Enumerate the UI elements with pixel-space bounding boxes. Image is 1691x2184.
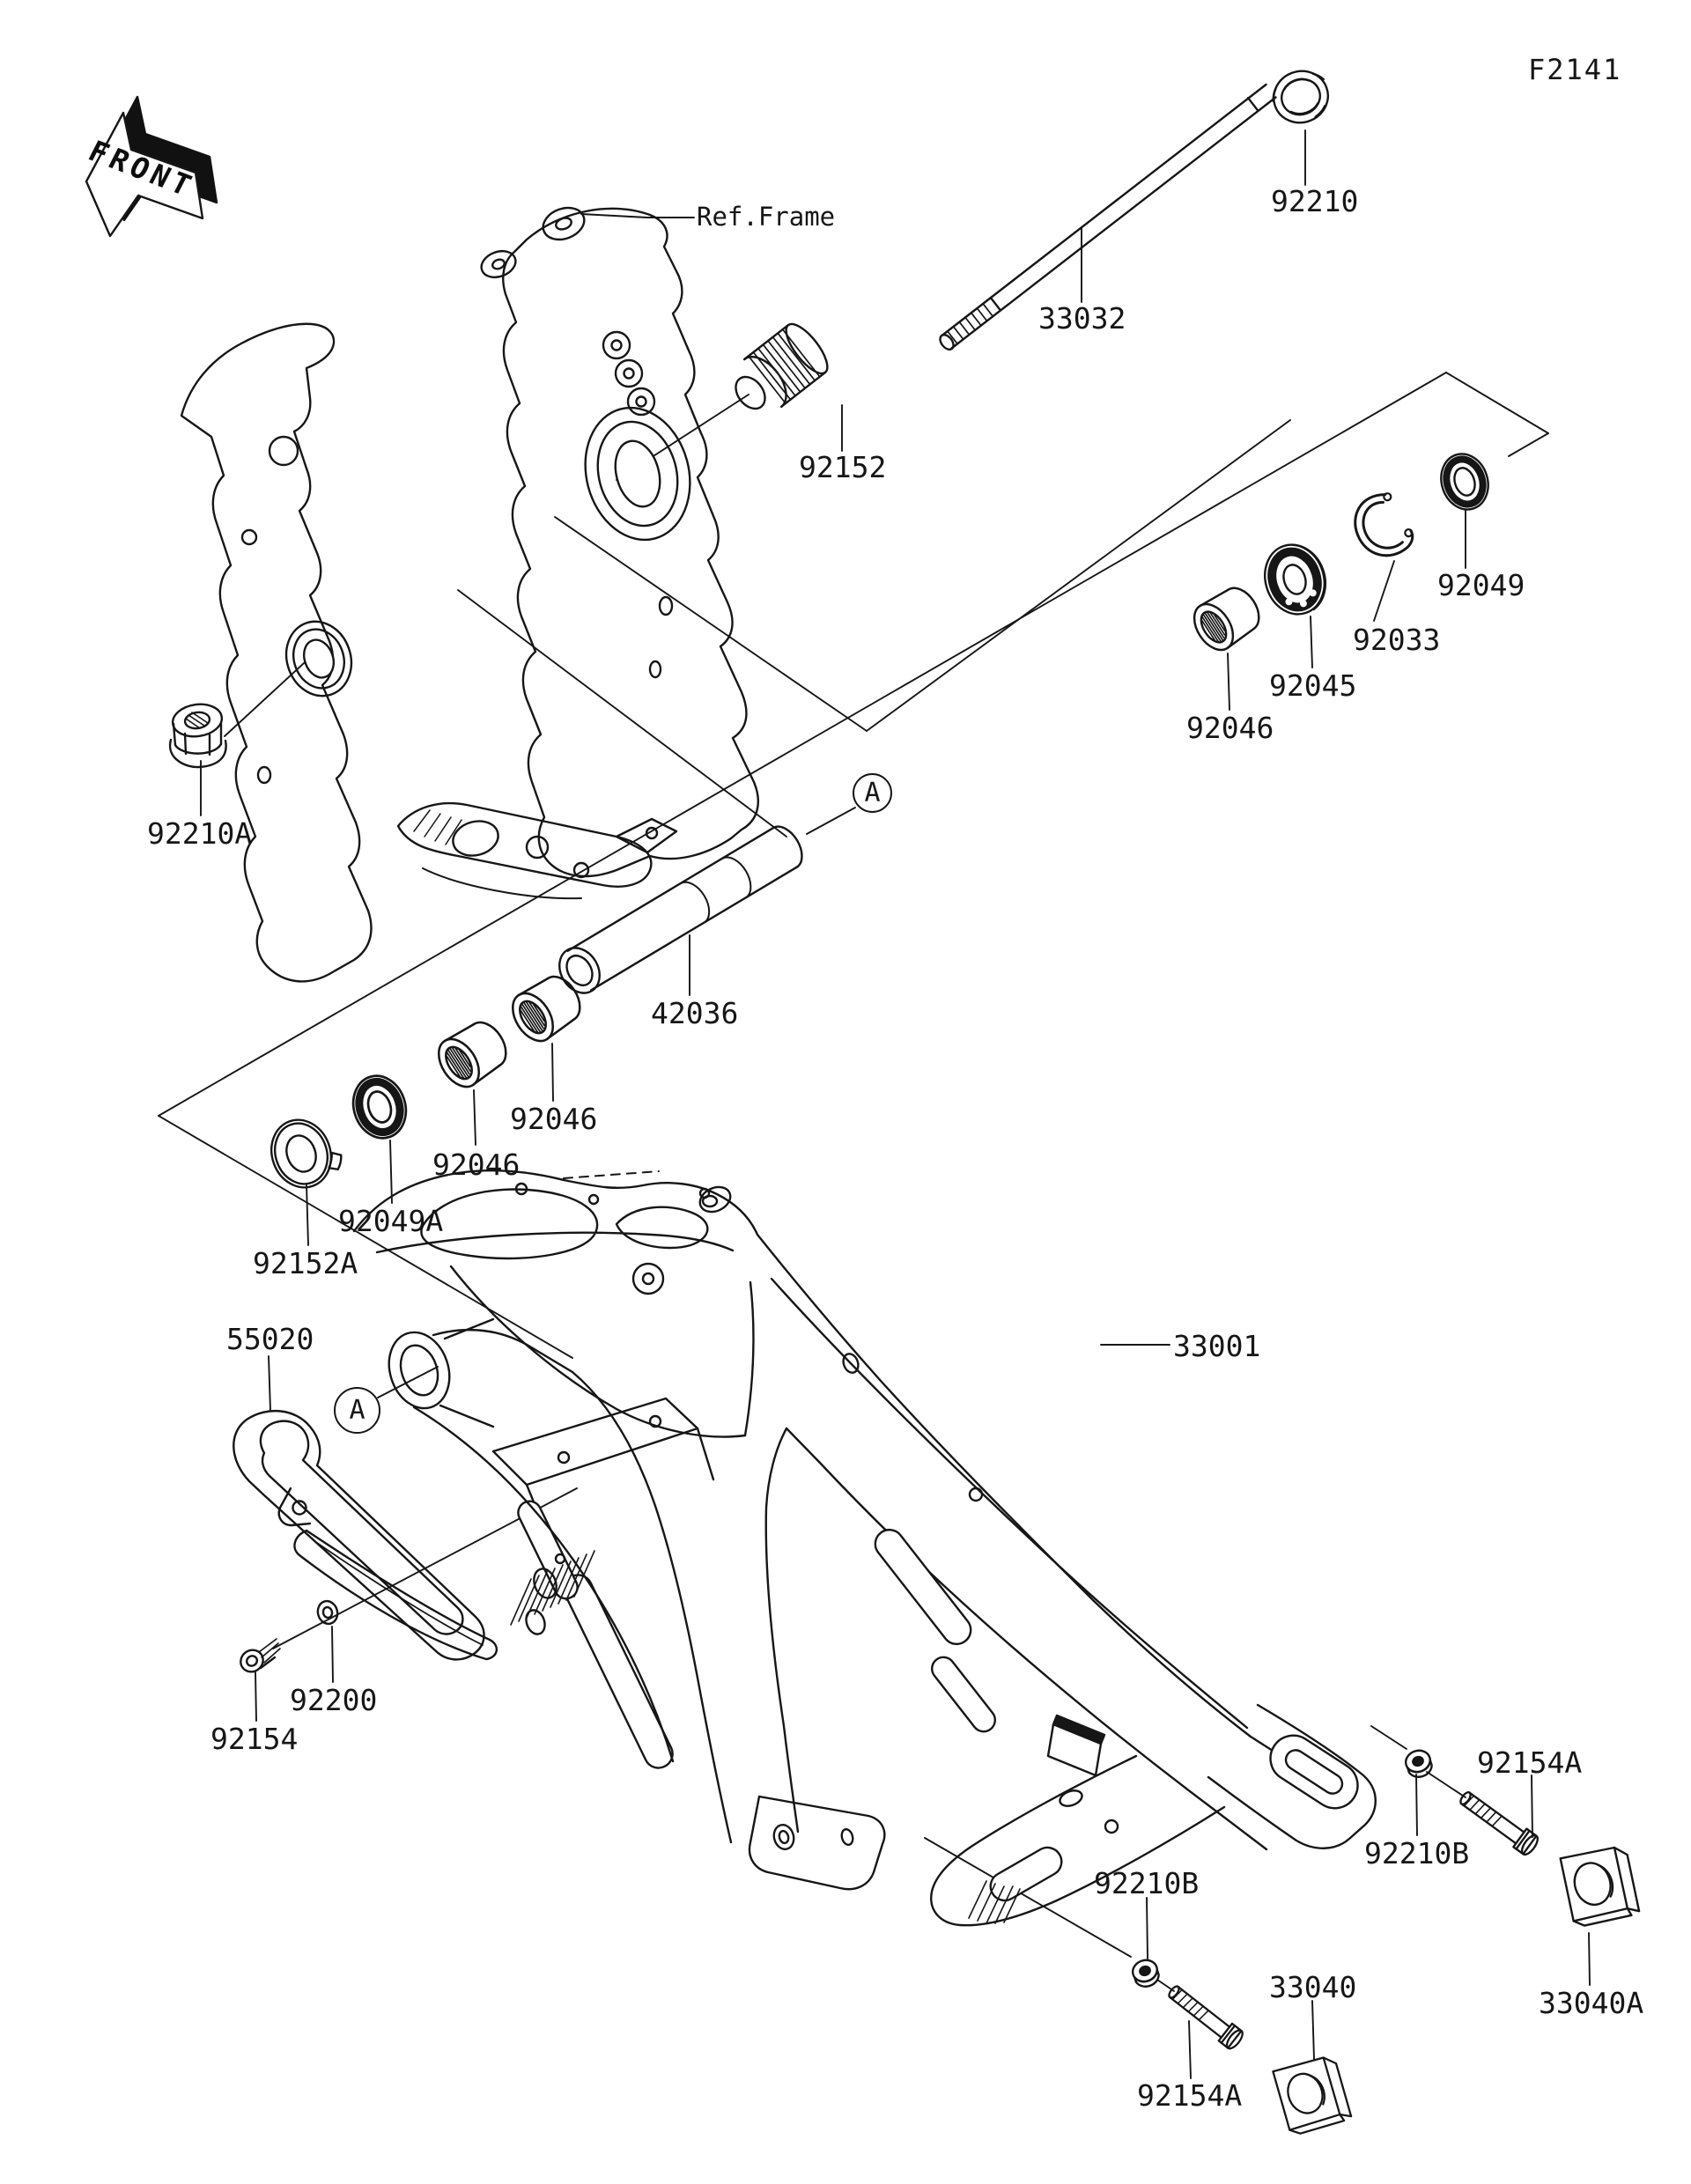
- detail-marker-a-upper: A: [853, 773, 892, 813]
- adjuster-nut-92210b-bottom: [1128, 1956, 1163, 1991]
- front-arrow-icon: [85, 95, 218, 238]
- part-label-33001: 33001: [1173, 1329, 1261, 1363]
- part-label-33040: 33040: [1269, 1970, 1357, 2004]
- part-label-92049: 92049: [1437, 568, 1525, 602]
- collar-42036: [558, 825, 803, 994]
- screw-92154: [240, 1638, 281, 1673]
- ref-frame-label: Ref.Frame: [697, 202, 836, 232]
- adjuster-block-33040: [1271, 2054, 1354, 2137]
- part-label-92154a-bottom: 92154A: [1137, 2078, 1243, 2113]
- locknut-92210: [1272, 70, 1329, 124]
- part-label-92210b-bottom: 92210B: [1094, 1866, 1200, 1900]
- collar-92152a: [270, 1118, 343, 1189]
- part-label-92152a: 92152A: [253, 1246, 358, 1280]
- adjuster-nut-92210b-right: [1401, 1746, 1436, 1782]
- adjuster-bolt-92154a-bottom: [1163, 1980, 1247, 2053]
- needle-bearing-92046-mid-upper: [503, 967, 590, 1050]
- adjuster-block-33040a: [1558, 1845, 1642, 1929]
- circlip-92033: [1354, 492, 1414, 557]
- part-label-92200: 92200: [290, 1683, 378, 1717]
- part-label-92210a: 92210A: [147, 816, 253, 851]
- drawing-code: F2141: [1528, 53, 1622, 86]
- needle-bearing-92046-mid-lower: [429, 1013, 516, 1096]
- part-label-92210b-right: 92210B: [1364, 1836, 1470, 1870]
- part-label-33032: 33032: [1038, 301, 1126, 336]
- part-label-92046-right: 92046: [1186, 711, 1274, 745]
- detail-marker-a-lower-letter: A: [349, 1395, 366, 1426]
- part-label-33040a: 33040A: [1539, 1986, 1644, 2020]
- swingarm-33001: [352, 1169, 1377, 1927]
- detail-marker-a-upper-letter: A: [864, 778, 881, 808]
- part-label-42036: 42036: [651, 996, 739, 1030]
- part-label-92046-mid-lower: 92046: [432, 1147, 521, 1182]
- part-label-92152: 92152: [799, 450, 887, 484]
- seal-92049a: [345, 1069, 414, 1145]
- threaded-sleeve-92152: [735, 322, 829, 410]
- chain-guard-55020: [233, 1409, 498, 1661]
- leader-lines: [200, 129, 1591, 2079]
- part-label-92045: 92045: [1269, 668, 1357, 703]
- part-label-92210: 92210: [1271, 184, 1359, 218]
- part-label-92049a: 92049A: [338, 1204, 444, 1238]
- ball-bearing-92045: [1264, 543, 1327, 616]
- detail-marker-a-lower: A: [334, 1387, 380, 1434]
- part-label-55020: 55020: [226, 1322, 314, 1356]
- part-label-92046-mid-upper: 92046: [510, 1102, 598, 1136]
- seal-92049: [1434, 448, 1495, 516]
- frame-drawing: [180, 206, 760, 983]
- washer-92200: [316, 1599, 339, 1626]
- pivot-nut-92210a: [168, 703, 227, 769]
- part-label-92033: 92033: [1353, 623, 1441, 657]
- part-label-92154: 92154: [210, 1722, 299, 1756]
- needle-bearing-92046-right: [1185, 579, 1269, 659]
- pivot-shaft-33032: [939, 83, 1277, 351]
- assembly-axis-lines: [158, 372, 1549, 1992]
- part-label-92154a-right: 92154A: [1477, 1745, 1583, 1780]
